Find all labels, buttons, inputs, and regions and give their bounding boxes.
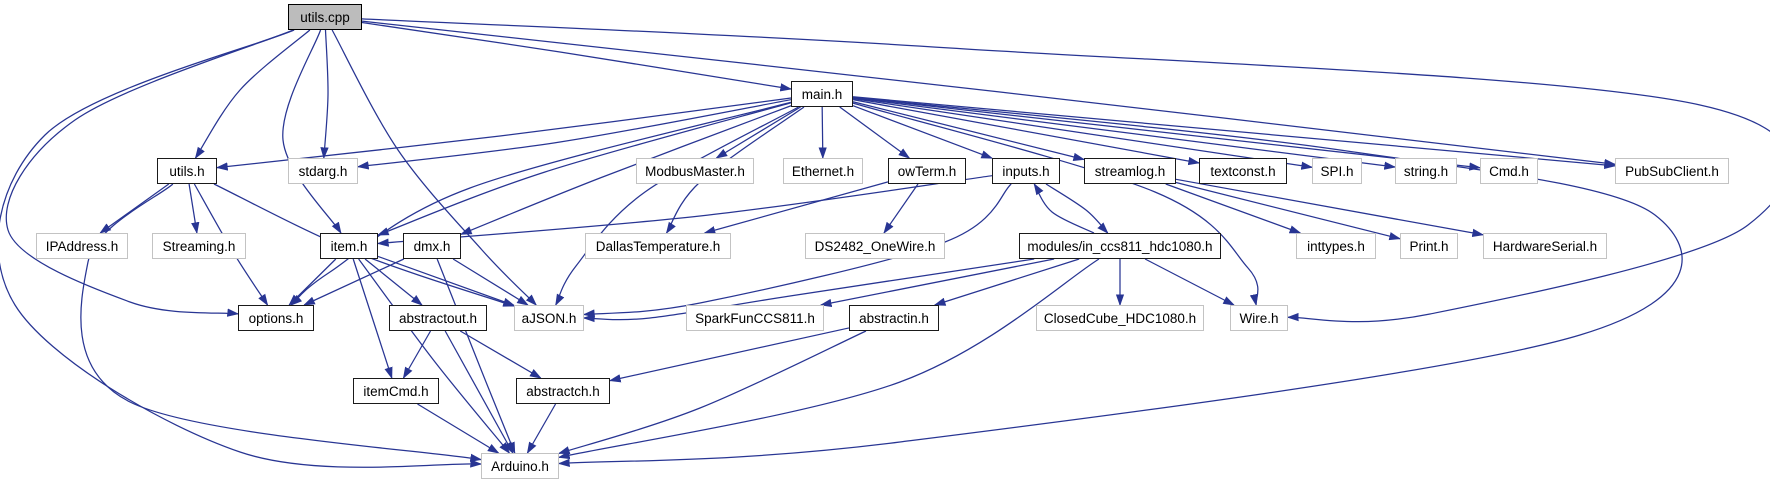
edge-utils-cpp-to-options-h bbox=[5, 29, 294, 317]
edge-dmx-h-to-ajson-h bbox=[452, 258, 529, 306]
node-abstractch-h[interactable]: abstractch.h bbox=[516, 378, 610, 404]
edge-main-h-to-spi-h bbox=[852, 98, 1314, 170]
edge-inputs-h-to-modules-in-ccs811-hdc1080-h bbox=[1045, 183, 1109, 234]
edge-item-h-to-itemcmd-h bbox=[352, 258, 393, 380]
edge-main-h-to-arduino-h bbox=[557, 96, 1683, 468]
edge-utils-cpp-to-wire-h bbox=[361, 18, 1770, 323]
edge-itemcmd-h-to-arduino-h bbox=[417, 403, 500, 454]
edge-main-h-to-dmx-h bbox=[459, 105, 792, 235]
edge-item-h-to-arduino-h bbox=[358, 258, 511, 454]
edge-main-h-to-ethernet-h bbox=[818, 106, 827, 160]
edge-utils-h-to-streaming-h bbox=[188, 183, 200, 235]
node-abstractout-h[interactable]: abstractout.h bbox=[389, 305, 487, 331]
node-itemcmd-h[interactable]: itemCmd.h bbox=[353, 378, 439, 404]
node-dallastemperature-h: DallasTemperature.h bbox=[585, 233, 731, 259]
node-streamlog-h[interactable]: streamlog.h bbox=[1084, 158, 1176, 184]
edge-modules-in-ccs811-hdc1080-h-to-abstractin-h bbox=[933, 258, 1080, 306]
node-ethernet-h: Ethernet.h bbox=[783, 158, 863, 184]
node-abstractin-h[interactable]: abstractin.h bbox=[849, 305, 939, 331]
node-textconst-h[interactable]: textconst.h bbox=[1199, 158, 1287, 184]
edge-utils-cpp-to-item-h bbox=[282, 29, 342, 235]
edge-modules-in-ccs811-hdc1080-h-to-wire-h bbox=[1144, 258, 1235, 306]
node-hardwareserial-h: HardwareSerial.h bbox=[1483, 233, 1607, 259]
edge-modules-in-ccs811-hdc1080-h-to-arduino-h bbox=[557, 258, 1100, 460]
node-owterm-h[interactable]: owTerm.h bbox=[888, 158, 966, 184]
edge-dmx-h-to-arduino-h bbox=[436, 258, 516, 455]
node-print-h: Print.h bbox=[1400, 233, 1458, 259]
node-spi-h: SPI.h bbox=[1312, 158, 1362, 184]
edge-streamlog-h-to-print-h bbox=[1175, 181, 1402, 241]
node-utils-cpp[interactable]: utils.cpp bbox=[288, 4, 362, 30]
edge-main-h-to-options-h bbox=[290, 101, 792, 306]
edge-main-h-to-inputs-h bbox=[852, 105, 994, 159]
node-streaming-h: Streaming.h bbox=[152, 233, 246, 259]
node-modules-in-ccs811-hdc1080-h[interactable]: modules/in_ccs811_hdc1080.h bbox=[1019, 233, 1221, 259]
edge-owterm-h-to-dallastemperature-h bbox=[703, 181, 889, 235]
node-string-h: string.h bbox=[1395, 158, 1457, 184]
node-cmd-h: Cmd.h bbox=[1480, 158, 1538, 184]
edge-utils-cpp-to-main-h bbox=[361, 21, 793, 92]
node-ajson-h: aJSON.h bbox=[514, 305, 584, 331]
node-pubsubclient-h: PubSubClient.h bbox=[1615, 158, 1729, 184]
edge-abstractin-h-to-arduino-h bbox=[557, 330, 867, 455]
node-item-h[interactable]: item.h bbox=[320, 233, 378, 259]
edge-utils-cpp-to-stdarg-h bbox=[320, 29, 329, 160]
edge-modules-in-ccs811-hdc1080-h-to-inputs-h bbox=[1033, 182, 1095, 234]
edge-modules-in-ccs811-hdc1080-h-to-ajson-h bbox=[582, 258, 1035, 323]
edge-abstractin-h-to-abstractch-h bbox=[608, 327, 850, 383]
node-options-h[interactable]: options.h bbox=[238, 305, 314, 331]
edge-abstractout-h-to-itemcmd-h bbox=[402, 330, 432, 380]
node-dmx-h[interactable]: dmx.h bbox=[403, 233, 461, 259]
node-ipaddress-h: IPAddress.h bbox=[36, 233, 128, 259]
node-main-h[interactable]: main.h bbox=[791, 81, 853, 107]
node-stdarg-h: stdarg.h bbox=[288, 158, 358, 184]
edge-item-h-to-abstractout-h bbox=[364, 258, 423, 306]
node-ds2482-onewire-h: DS2482_OneWire.h bbox=[805, 233, 945, 259]
edge-utils-cpp-to-pubsubclient-h bbox=[361, 20, 1617, 168]
edge-main-h-to-owterm-h bbox=[839, 106, 911, 159]
edge-utils-cpp-to-ajson-h bbox=[331, 29, 538, 306]
edge-dmx-h-to-options-h bbox=[303, 258, 405, 306]
edge-streamlog-h-to-hardwareserial-h bbox=[1175, 178, 1485, 237]
edge-main-h-to-pubsubclient-h bbox=[852, 96, 1617, 170]
node-closedcube-hdc1080-h: ClosedCube_HDC1080.h bbox=[1036, 305, 1204, 331]
edge-main-h-to-stdarg-h bbox=[356, 99, 792, 170]
edge-abstractout-h-to-abstractch-h bbox=[459, 330, 542, 379]
edge-abstractch-h-to-arduino-h bbox=[526, 403, 557, 455]
edge-main-h-to-utils-h bbox=[215, 97, 792, 171]
edge-main-h-to-cmd-h bbox=[852, 96, 1482, 171]
edge-modules-in-ccs811-hdc1080-h-to-sparkfunccs811-h bbox=[819, 258, 1055, 308]
node-sparkfunccs811-h: SparkFunCCS811.h bbox=[686, 305, 824, 331]
edge-utils-cpp-to-utils-h bbox=[194, 29, 311, 159]
node-modbusmaster-h: ModbusMaster.h bbox=[636, 158, 754, 184]
edge-main-h-to-textconst-h bbox=[852, 99, 1201, 166]
node-inputs-h[interactable]: inputs.h bbox=[992, 158, 1060, 184]
edge-main-h-to-modbusmaster-h bbox=[715, 106, 801, 159]
edge-main-h-to-streamlog-h bbox=[852, 101, 1086, 161]
edge-utils-h-to-arduino-h bbox=[80, 183, 483, 462]
edge-utils-cpp-to-arduino-h bbox=[0, 29, 483, 468]
edge-owterm-h-to-ds2482-onewire-h bbox=[883, 183, 919, 234]
edge-item-h-to-options-h bbox=[288, 258, 337, 306]
edge-main-h-to-wire-h bbox=[852, 102, 1259, 307]
edge-inputs-h-to-ajson-h bbox=[582, 183, 1012, 318]
edge-main-h-to-ajson-h bbox=[555, 106, 799, 307]
edge-abstractout-h-to-arduino-h bbox=[444, 330, 514, 455]
edge-main-h-to-string-h bbox=[852, 97, 1397, 170]
node-utils-h[interactable]: utils.h bbox=[157, 158, 217, 184]
node-inttypes-h: inttypes.h bbox=[1296, 233, 1376, 259]
edge-streamlog-h-to-inttypes-h bbox=[1165, 183, 1302, 234]
node-wire-h: Wire.h bbox=[1230, 305, 1288, 331]
edge-utils-h-to-ipaddress-h bbox=[99, 183, 170, 234]
node-arduino-h: Arduino.h bbox=[481, 453, 559, 479]
edge-main-h-to-item-h bbox=[376, 102, 792, 236]
